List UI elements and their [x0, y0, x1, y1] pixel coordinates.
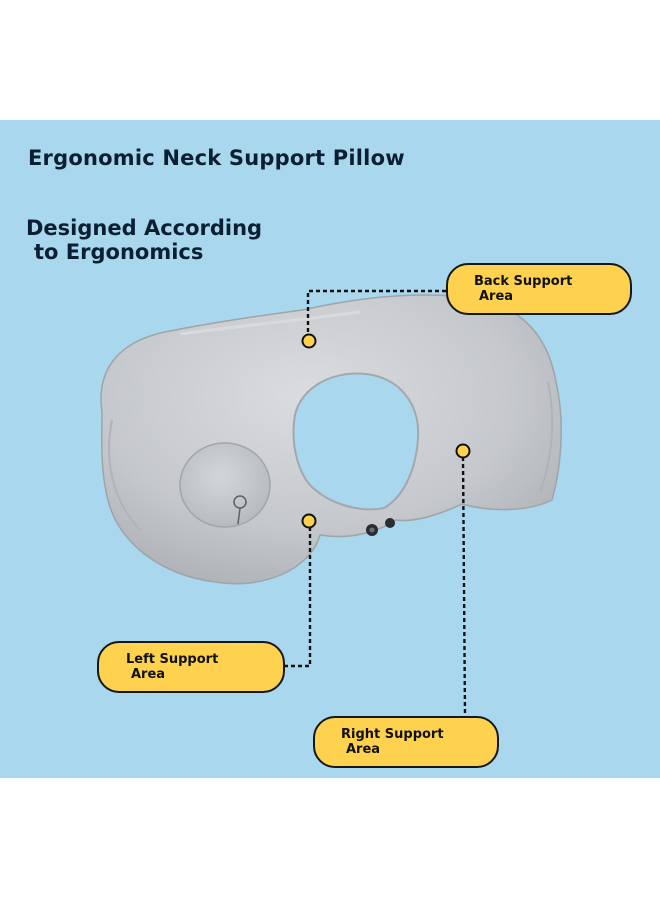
- right-support-callout: Right Support Area: [313, 716, 499, 768]
- pump-valve: [179, 442, 271, 528]
- product-panel: Ergonomic Neck Support Pillow Designed A…: [0, 120, 660, 778]
- left-support-marker: [301, 513, 317, 529]
- callout-label-line-1: Right Support: [341, 727, 444, 742]
- page-subtitle: Designed According to Ergonomics: [26, 216, 262, 264]
- subtitle-line-1: Designed According: [26, 216, 263, 240]
- callout-label-line-1: Back Support: [474, 274, 573, 289]
- callout-label-line-2: Area: [131, 667, 166, 682]
- pillow-hole: [292, 372, 420, 511]
- callout-label-line-2: Area: [346, 742, 381, 757]
- pillow-illustration: [100, 289, 562, 717]
- callout-label-line-2: Area: [479, 289, 514, 304]
- right-support-marker: [455, 443, 471, 459]
- snap-button-2: [385, 518, 395, 528]
- right-leader-line: [461, 456, 467, 717]
- back-support-callout: Back Support Area: [446, 263, 632, 315]
- callout-label-line-1: Left Support: [126, 652, 219, 667]
- subtitle-line-2: to Ergonomics: [34, 240, 204, 264]
- back-support-marker: [301, 333, 317, 349]
- page-title: Ergonomic Neck Support Pillow: [28, 146, 405, 170]
- back-leader-line: [306, 289, 446, 332]
- left-leader-line: [284, 528, 312, 668]
- left-support-callout: Left Support Area: [97, 641, 285, 693]
